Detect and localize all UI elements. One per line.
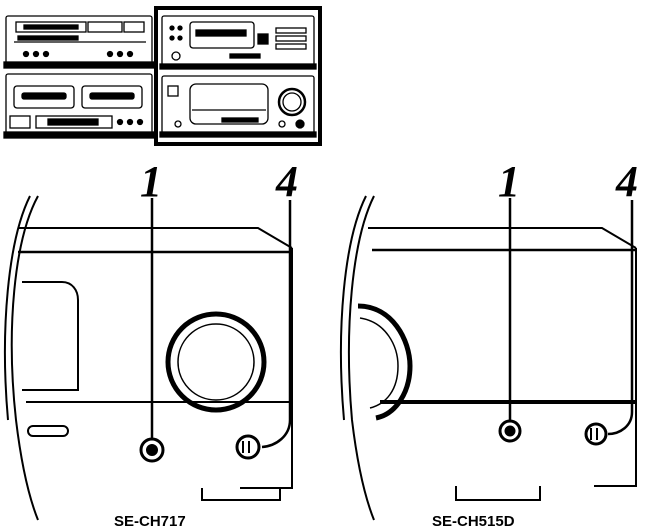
- callout-4-right: 4: [615, 157, 638, 206]
- amplifier-unit-illustration: [159, 75, 317, 138]
- headphone-jack: [498, 419, 522, 443]
- tuner-unit-illustration: [159, 15, 317, 70]
- highlight-frame: [154, 6, 322, 146]
- cd-unit-illustration: [3, 15, 155, 69]
- se-ch515d-closeup: [339, 195, 637, 521]
- callout-1-right: 1: [498, 157, 520, 206]
- model-label-se-ch515d: SE-CH515D: [432, 513, 515, 530]
- callout-1-left: 1: [140, 157, 162, 206]
- power-button: [584, 422, 608, 446]
- system-thumbnail: [3, 6, 322, 146]
- power-button: [235, 434, 261, 460]
- se-ch717-closeup: [3, 195, 293, 521]
- volume-knob: [165, 311, 267, 413]
- model-label-se-ch717: SE-CH717: [114, 513, 186, 530]
- callout-4-left: 4: [275, 157, 298, 206]
- headphone-jack: [139, 437, 165, 463]
- cassette-unit-illustration: [3, 73, 155, 139]
